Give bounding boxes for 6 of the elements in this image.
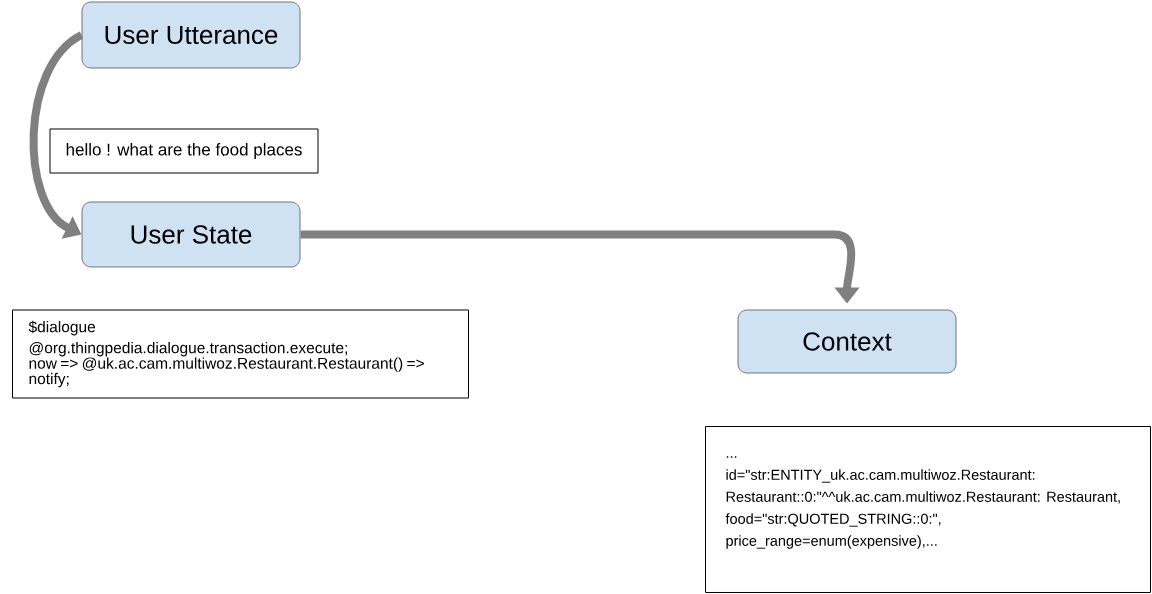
process-box: Context (737, 309, 957, 374)
code-box: $dialogue @org.thingpedia.dialogue.transaction.execute; now => @uk.ac.cam.multiwoz.Restaurant.Restaurant() => notify; (12, 309, 469, 399)
context-box: ... id="str:ENTITY_uk.ac.cam.multiwoz.Restaurant: Restaurant::0:"^^uk.ac.cam.multiwoz.Restaurant: Restaurant, food="str:QUOTED_STRING::0:", price_range=enum(expensive),... (705, 426, 1151, 593)
process-box: User State (81, 201, 301, 268)
process-box: User Utterance (81, 1, 301, 69)
text-box: hello ! what are the food places (49, 128, 319, 174)
